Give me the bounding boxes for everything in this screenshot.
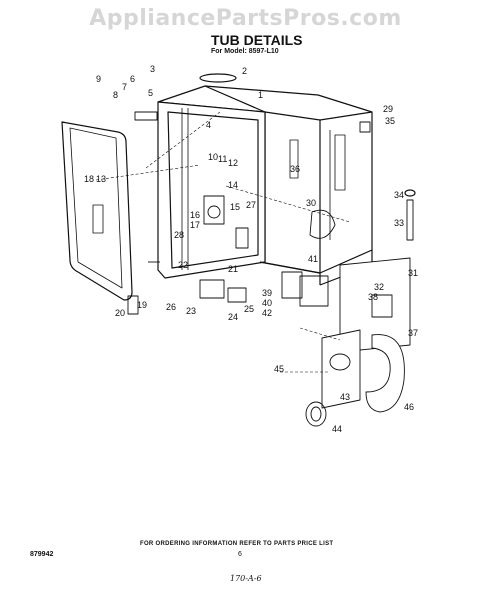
spray-arm bbox=[199, 73, 237, 83]
handwritten-code: 170-A-6 bbox=[230, 574, 262, 583]
door-panel bbox=[61, 121, 133, 301]
callout-27: 27 bbox=[246, 200, 256, 210]
callout-24: 24 bbox=[228, 312, 238, 322]
callout-3: 3 bbox=[150, 64, 155, 74]
callout-19: 19 bbox=[137, 300, 147, 310]
callout-30: 30 bbox=[306, 198, 316, 208]
callout-32: 32 bbox=[374, 282, 384, 292]
page-number: 6 bbox=[238, 551, 242, 558]
callout-33: 33 bbox=[394, 218, 404, 228]
callout-45: 45 bbox=[274, 364, 284, 374]
callout-46: 46 bbox=[404, 402, 414, 412]
model-subtitle: For Model: 8597-L10 bbox=[211, 48, 279, 55]
callout-31: 31 bbox=[408, 268, 418, 278]
callout-41: 41 bbox=[308, 254, 318, 264]
document-code: 879942 bbox=[30, 551, 54, 558]
callout-39: 39 bbox=[262, 288, 272, 298]
callout-44: 44 bbox=[332, 424, 342, 434]
part-33 bbox=[406, 199, 414, 241]
callout-42: 42 bbox=[262, 308, 272, 318]
tub-body bbox=[157, 85, 373, 286]
center-components bbox=[127, 111, 249, 315]
callout-36: 36 bbox=[290, 164, 300, 174]
callout-29: 29 bbox=[383, 104, 393, 114]
callout-2: 2 bbox=[242, 66, 247, 76]
callout-6: 6 bbox=[130, 74, 135, 84]
callout-35: 35 bbox=[385, 116, 395, 126]
callout-9: 9 bbox=[96, 74, 101, 84]
callout-5: 5 bbox=[148, 88, 153, 98]
part-34 bbox=[404, 189, 416, 197]
callout-43: 43 bbox=[340, 392, 350, 402]
callout-7: 7 bbox=[122, 82, 127, 92]
callout-22: 22 bbox=[178, 260, 188, 270]
callout-38: 38 bbox=[368, 292, 378, 302]
callout-21: 21 bbox=[228, 264, 238, 274]
page-title: TUB DETAILS bbox=[211, 32, 303, 48]
part-35 bbox=[359, 121, 371, 133]
callout-23: 23 bbox=[186, 306, 196, 316]
callout-12: 12 bbox=[228, 158, 238, 168]
callout-4: 4 bbox=[206, 120, 211, 130]
callout-40: 40 bbox=[262, 298, 272, 308]
callout-11: 11 bbox=[218, 154, 227, 164]
callout-8: 8 bbox=[113, 90, 118, 100]
callout-25: 25 bbox=[244, 304, 254, 314]
callout-14: 14 bbox=[228, 180, 238, 190]
callout-26: 26 bbox=[166, 302, 176, 312]
ordering-note: FOR ORDERING INFORMATION REFER TO PARTS … bbox=[140, 541, 334, 547]
part-30-10 bbox=[309, 209, 336, 239]
callout-28: 28 bbox=[174, 230, 184, 240]
callout-10: 10 bbox=[208, 152, 218, 162]
callout-1: 1 bbox=[258, 90, 263, 100]
callout-18: 18 bbox=[84, 174, 94, 184]
callout-16: 16 bbox=[190, 210, 200, 220]
watermark: AppliancePartsPros.com bbox=[89, 6, 402, 31]
callout-37: 37 bbox=[408, 328, 418, 338]
callout-34: 34 bbox=[394, 190, 404, 200]
callout-20: 20 bbox=[115, 308, 125, 318]
lower-right-assembly bbox=[281, 257, 411, 427]
callout-15: 15 bbox=[230, 202, 240, 212]
callout-13: 13 bbox=[96, 174, 106, 184]
callout-17: 17 bbox=[190, 220, 200, 230]
